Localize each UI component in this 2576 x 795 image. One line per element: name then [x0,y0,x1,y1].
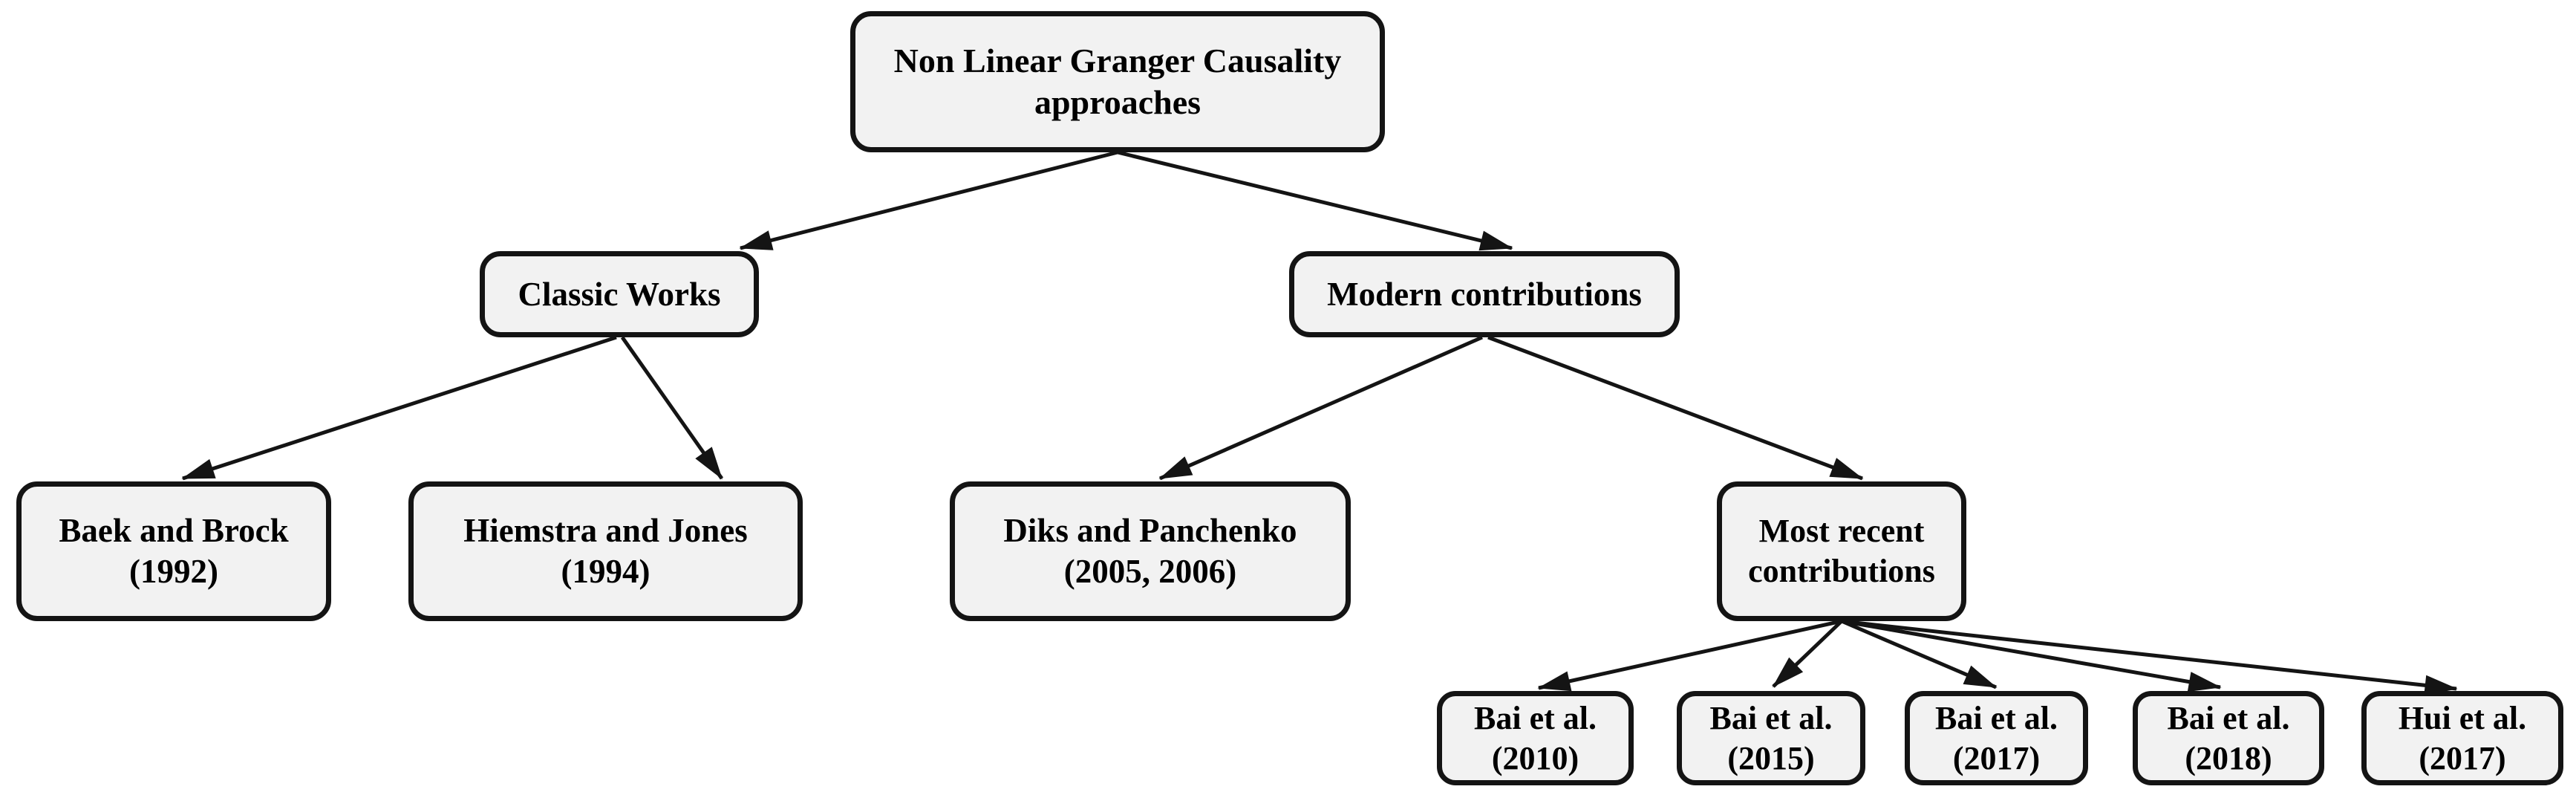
edge-classic-hiemstra [620,336,724,480]
edge-classic-baek [181,335,617,481]
node-modern-contributions: Modern contributions [1289,251,1680,337]
node-bai-2015-label: Bai et al. (2015) [1709,699,1833,776]
edge-modern-recent [1487,335,1864,481]
edge-recent-bai2018 [1841,619,2222,692]
node-bai-2010: Bai et al. (2010) [1437,691,1634,785]
node-bai-2018: Bai et al. (2018) [2133,691,2324,785]
node-bai-2017-label: Bai et al. (2017) [1935,699,2058,776]
node-root-label: Non Linear Granger Causality approaches [893,41,1342,121]
node-classic-works-label: Classic Works [518,275,721,313]
node-hui-2017: Hui et al. (2017) [2361,691,2563,785]
edge-recent-hui2017 [1841,619,2458,695]
node-most-recent-contributions: Most recent contributions [1717,481,1966,621]
edge-recent-bai2015 [1772,620,1843,688]
node-bai-2017: Bai et al. (2017) [1905,691,2088,785]
node-baek-brock-1992: Baek and Brock (1992) [16,481,331,621]
node-bai-2010-label: Bai et al. (2010) [1474,699,1597,776]
edge-recent-bai2017 [1841,619,1998,689]
node-root: Non Linear Granger Causality approaches [850,11,1385,152]
edge-root-classic [739,150,1118,250]
node-hiemstra-jones-1994: Hiemstra and Jones (1994) [408,481,803,621]
node-diks-panchenko-2005-2006-label: Diks and Panchenko (2005, 2006) [1003,512,1297,590]
node-modern-contributions-label: Modern contributions [1327,275,1642,313]
node-diks-panchenko-2005-2006: Diks and Panchenko (2005, 2006) [950,481,1351,621]
node-bai-2015: Bai et al. (2015) [1677,691,1865,785]
edge-modern-diks [1158,335,1484,481]
node-classic-works: Classic Works [480,251,759,337]
node-hui-2017-label: Hui et al. (2017) [2398,699,2527,776]
edge-root-modern [1117,150,1513,251]
node-most-recent-contributions-label: Most recent contributions [1748,513,1935,589]
node-hiemstra-jones-1994-label: Hiemstra and Jones (1994) [463,512,748,590]
edge-recent-bai2010 [1537,619,1842,692]
node-baek-brock-1992-label: Baek and Brock (1992) [59,512,289,590]
node-bai-2018-label: Bai et al. (2018) [2167,699,2290,776]
